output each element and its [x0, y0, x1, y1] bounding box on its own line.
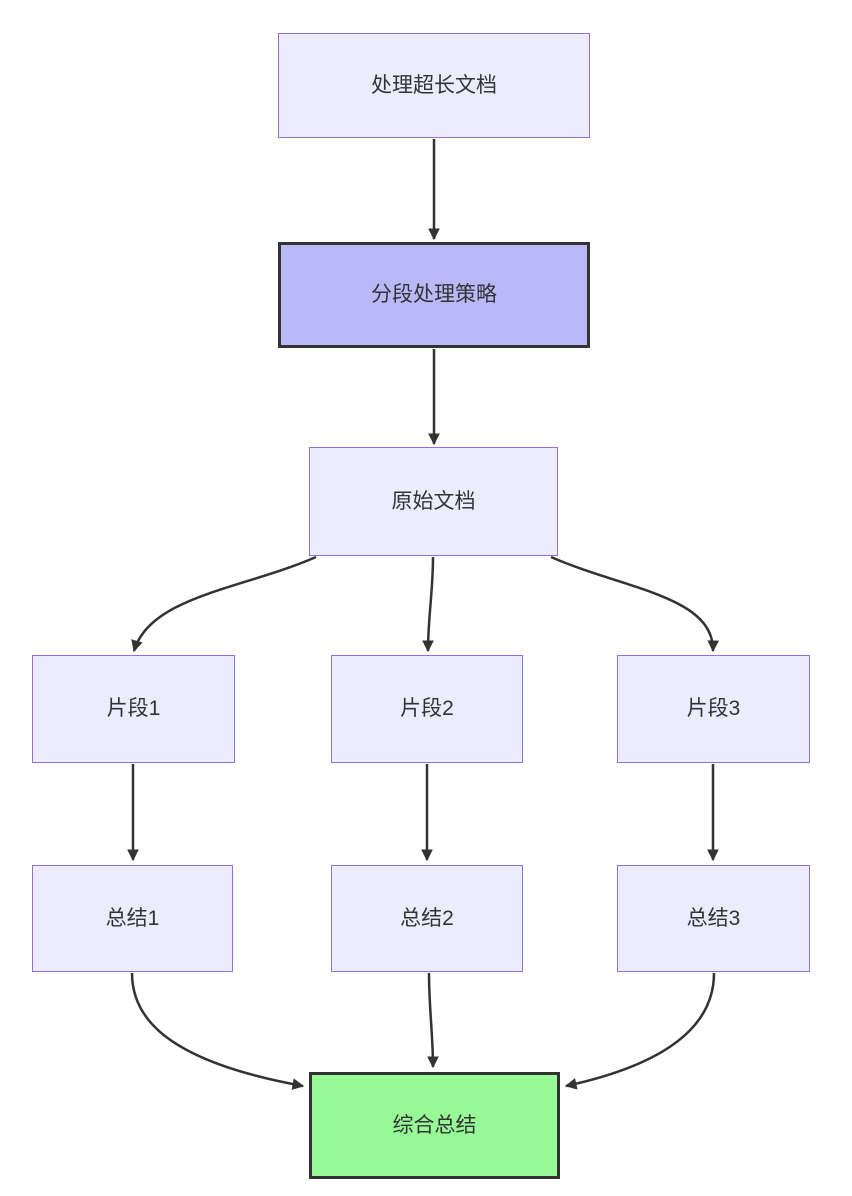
- edge-c-to-d2: [422, 556, 435, 653]
- edge-e2-to-f: [427, 972, 439, 1069]
- node-fragment-1: 片段1: [32, 655, 235, 763]
- node-label: 原始文档: [391, 489, 476, 513]
- node-label: 片段2: [400, 697, 454, 721]
- node-label: 总结1: [105, 906, 160, 930]
- node-handle-long-document: 处理超长文档: [278, 33, 590, 138]
- node-segmentation-strategy: 分段处理策略: [278, 242, 590, 348]
- edge-e1-to-f: [130, 972, 305, 1090]
- node-fragment-3: 片段3: [617, 655, 810, 763]
- node-label: 总结3: [686, 906, 741, 930]
- node-label: 综合总结: [392, 1113, 477, 1137]
- edge-e3-to-f: [564, 972, 716, 1090]
- node-summary-3: 总结3: [617, 865, 810, 972]
- node-final-summary: 综合总结: [309, 1072, 560, 1179]
- edge-c-to-d1: [131, 555, 317, 653]
- node-label: 片段1: [106, 697, 161, 721]
- edge-c-to-d3: [550, 555, 720, 653]
- node-summary-1: 总结1: [32, 865, 233, 972]
- node-label: 片段3: [686, 697, 741, 721]
- node-label: 处理超长文档: [371, 73, 497, 97]
- node-original-document: 原始文档: [309, 447, 558, 556]
- node-label: 分段处理策略: [371, 283, 497, 307]
- node-label: 总结2: [400, 906, 454, 930]
- node-fragment-2: 片段2: [331, 655, 523, 763]
- node-summary-2: 总结2: [331, 865, 523, 972]
